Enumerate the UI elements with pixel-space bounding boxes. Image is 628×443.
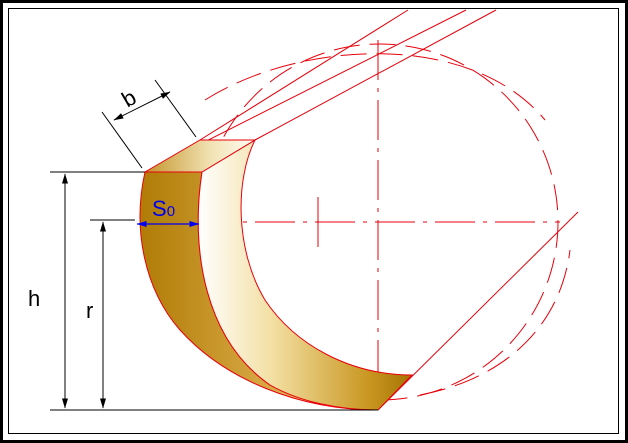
center-lines xyxy=(195,40,560,385)
projection-line-bottom xyxy=(377,211,579,411)
perspective-arc-lower xyxy=(419,249,571,396)
label-h: h xyxy=(28,286,40,311)
label-r: r xyxy=(86,298,93,323)
perspective-arc xyxy=(204,53,546,121)
label-s0-subscript: 0 xyxy=(167,203,175,220)
label-s0-main: S xyxy=(152,196,167,221)
label-s0: S0 xyxy=(152,196,175,221)
ring-top-face xyxy=(143,139,257,173)
label-b: b xyxy=(117,84,140,112)
dimension-b xyxy=(101,79,197,169)
reference-lines xyxy=(50,171,378,411)
ring-inner-face xyxy=(197,138,414,411)
